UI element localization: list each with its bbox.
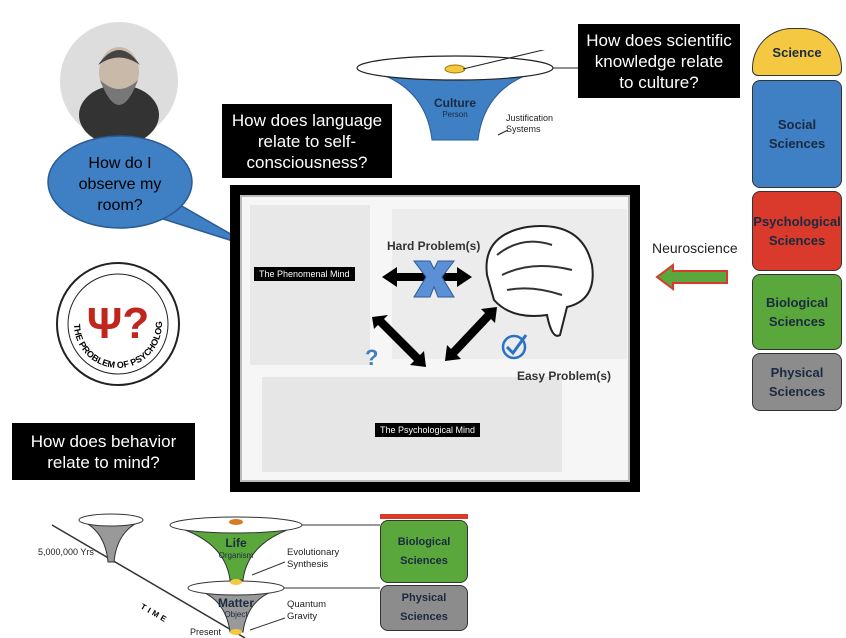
phenomenal-psychological-arrow <box>372 315 426 367</box>
object-label: Object <box>224 610 248 619</box>
biological-sciences-block: Biological Sciences <box>752 274 842 350</box>
matter-label: Matter <box>218 596 254 610</box>
phenomenal-label: The Phenomenal Mind <box>254 267 355 281</box>
time-axis <box>51 524 246 638</box>
neuroscience-label: Neuroscience <box>652 240 738 256</box>
easy-problem-label: Easy Problem(s) <box>517 369 612 383</box>
language-question-box: How does language relate to self-conscio… <box>222 104 392 178</box>
evolutionary-synthesis-note: Evolutionary Synthesis <box>287 547 340 570</box>
culture-title: Culture <box>434 96 476 110</box>
life-label: Life <box>225 536 247 550</box>
quantum-gravity-note: Quantum Gravity <box>287 599 327 622</box>
x-mark-icon <box>413 260 455 298</box>
culture-funnel <box>356 50 585 141</box>
room-question: How do I observe my room? <box>78 155 162 214</box>
center-panel: The Phenomenal Mind The Psychological Mi… <box>230 185 640 492</box>
question-mark: ? <box>365 345 379 370</box>
organism-label: Organism <box>219 551 254 560</box>
arrows <box>372 260 528 367</box>
justification-note: Justification Systems <box>506 113 554 134</box>
bottom-biological-block: Biological Sciences <box>380 520 468 583</box>
hard-problem-label: Hard Problem(s) <box>387 239 481 253</box>
brain-psychological-arrow <box>445 307 497 361</box>
past-label: 5,000,000 Yrs <box>38 547 94 557</box>
brain-image <box>485 225 594 337</box>
phenomenal-image <box>250 205 370 365</box>
psi-logo: THE PROBLEM OF PSYCHOLOGY Ψ? <box>54 260 180 386</box>
neuroscience-arrow <box>655 263 728 291</box>
time-label: TIME <box>139 602 170 625</box>
physical-sciences-block: Physical Sciences <box>752 353 842 411</box>
bottom-physical-block: Physical Sciences <box>380 585 468 631</box>
culture-subtitle: Person <box>442 110 468 119</box>
science-block: Science <box>752 28 842 76</box>
logo-symbol: Ψ? <box>87 299 149 348</box>
psychological-sciences-block: Psychological Sciences <box>752 191 842 271</box>
psychological-strip <box>380 514 468 519</box>
social-sciences-block: Social Sciences <box>752 80 842 188</box>
present-label: Present <box>190 627 222 637</box>
behavior-question-box: How does behavior relate to mind? <box>12 423 195 480</box>
portrait-photo <box>60 22 178 142</box>
science-question-box: How does scientific knowledge relate to … <box>578 24 740 98</box>
timeline-diagram: TIME 5,000,000 Yrs Present Life Organism… <box>38 513 380 638</box>
check-circle-icon <box>501 334 528 360</box>
psychological-label: The Psychological Mind <box>375 423 481 437</box>
